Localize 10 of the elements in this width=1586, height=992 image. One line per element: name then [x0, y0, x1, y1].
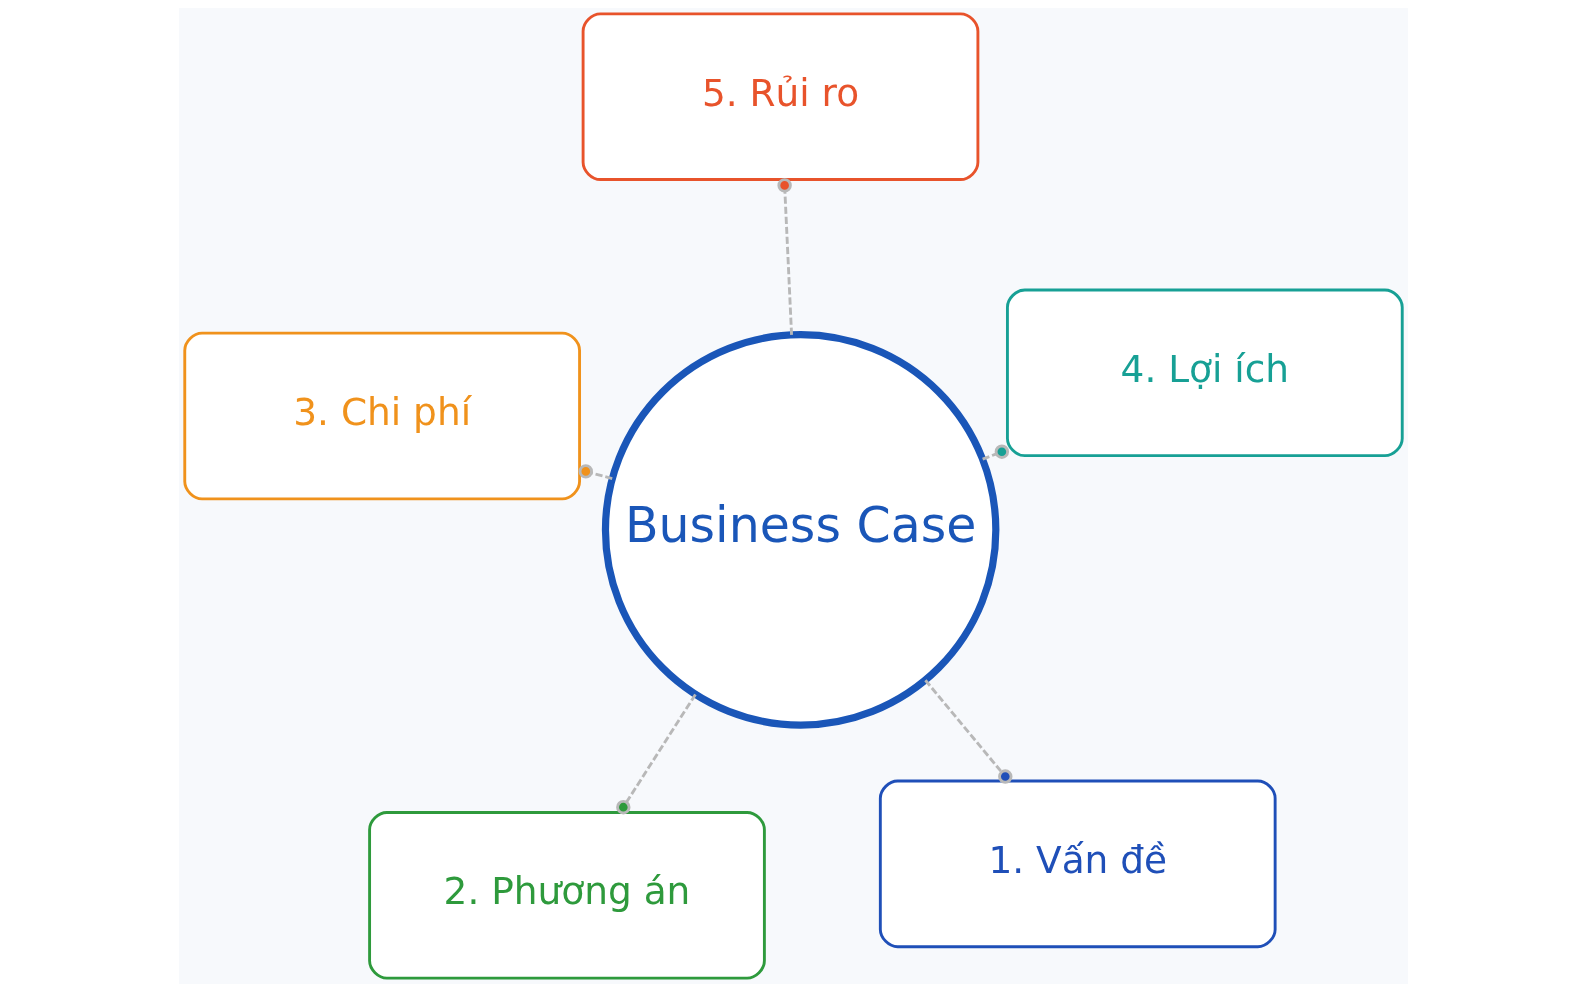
connector: [776, 178, 793, 335]
connector: [615, 693, 697, 815]
connector: [923, 679, 1012, 784]
connector: [981, 444, 1009, 461]
node-box: 3. Chi phí: [182, 331, 581, 501]
connector: [578, 464, 613, 480]
node-box: 5. Rủi ro: [581, 12, 979, 181]
node-box: 1. Vấn đề: [878, 779, 1277, 949]
node-box: 4. Lợi ích: [1005, 288, 1404, 458]
node-box: 2. Phương án: [367, 811, 766, 980]
